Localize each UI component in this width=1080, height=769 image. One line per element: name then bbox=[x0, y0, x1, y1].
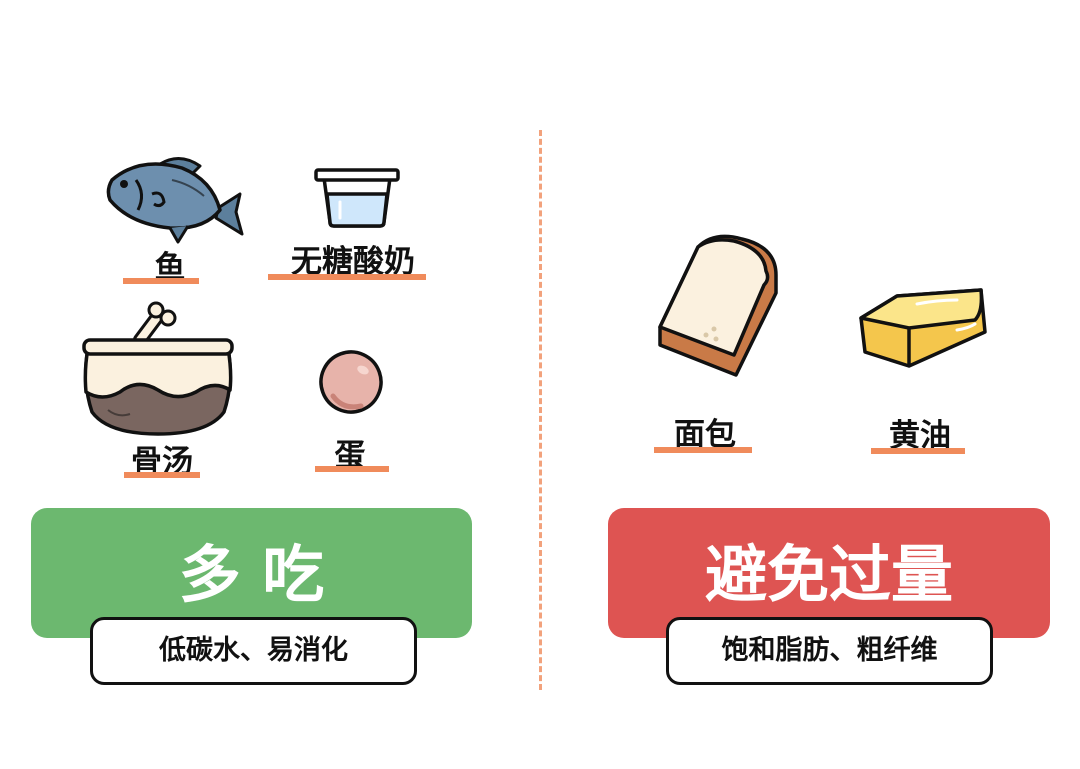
food-item-bone-soup: 骨汤 bbox=[78, 301, 248, 482]
fish-icon bbox=[106, 157, 244, 244]
food-item-bread: 面包 bbox=[650, 234, 785, 460]
avoid-excess-title: 避免过量 bbox=[704, 538, 953, 611]
food-item-butter: 黄油 bbox=[855, 268, 995, 458]
eat-more-panel: 多 吃 bbox=[31, 508, 472, 638]
center-divider bbox=[539, 130, 542, 690]
eat-more-title: 多 吃 bbox=[178, 538, 325, 611]
avoid-excess-panel: 避免过量 bbox=[608, 508, 1050, 638]
label-underline bbox=[268, 274, 426, 280]
label-underline bbox=[315, 466, 389, 472]
egg-icon bbox=[319, 350, 383, 414]
eat-more-subtitle-pill: 低碳水、易消化 bbox=[90, 617, 417, 685]
bread-slice-icon bbox=[658, 234, 778, 377]
label-underline bbox=[654, 447, 752, 453]
yogurt-cup-icon bbox=[314, 168, 400, 228]
avoid-excess-subtitle-pill: 饱和脂肪、粗纤维 bbox=[666, 617, 993, 685]
butter-block-icon bbox=[859, 288, 987, 368]
food-item-yogurt: 无糖酸奶 bbox=[268, 160, 438, 290]
label-underline bbox=[124, 472, 200, 478]
food-item-egg: 蛋 bbox=[305, 340, 395, 480]
label-underline bbox=[123, 278, 199, 284]
label-underline bbox=[871, 448, 965, 454]
bone-soup-pot-icon bbox=[82, 301, 234, 436]
food-item-fish: 鱼 bbox=[100, 150, 250, 290]
